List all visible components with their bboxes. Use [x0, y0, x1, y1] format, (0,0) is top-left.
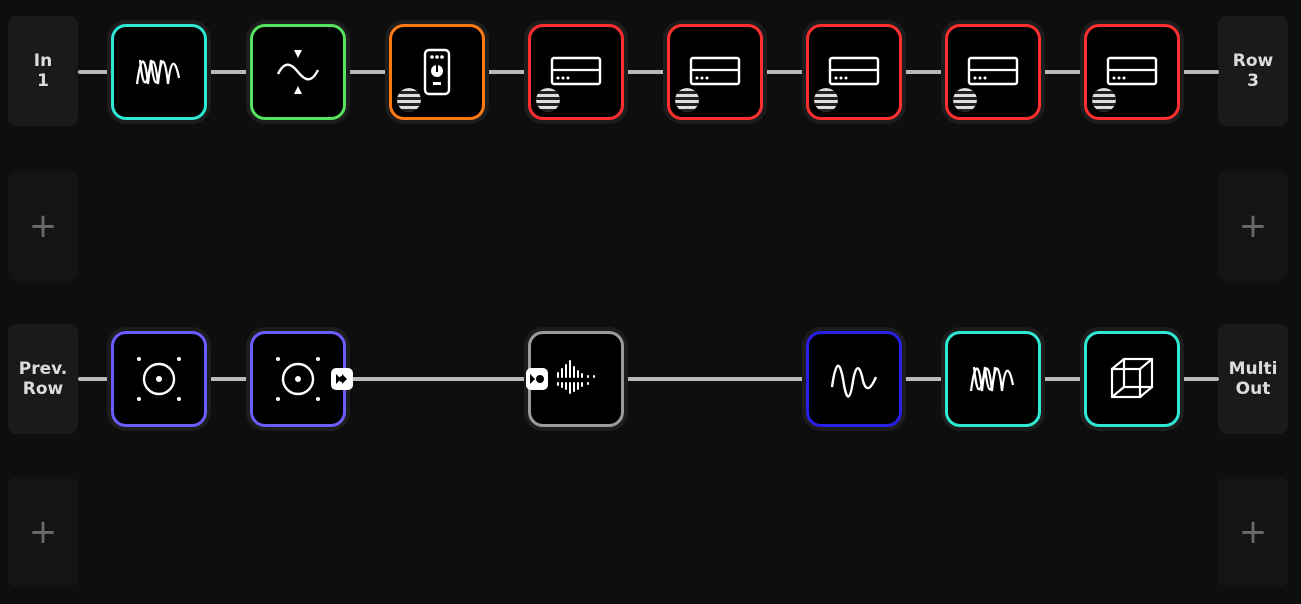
plus-icon: + [28, 206, 58, 246]
row1-wire [1181, 70, 1219, 74]
snapshot-badge-icon [397, 88, 421, 112]
row1-block-filter[interactable] [250, 24, 346, 120]
plus-icon: + [1238, 206, 1268, 246]
plus-icon: + [1238, 512, 1268, 552]
amp-icon [550, 56, 602, 86]
row3-wire [78, 377, 110, 381]
wave-single-icon [830, 364, 878, 398]
row4-add-input-button[interactable]: + [8, 477, 78, 587]
speaker-icon [276, 357, 320, 401]
snapshot-badge-icon [536, 88, 560, 112]
row1-block-amp[interactable] [528, 24, 624, 120]
row1-output-label: Row 3 [1232, 51, 1274, 91]
row1-wire [1042, 70, 1084, 74]
row1-wire [625, 70, 667, 74]
row3-wire [1181, 377, 1219, 381]
row3-wire [347, 377, 528, 381]
row2-add-input-button[interactable]: + [8, 171, 78, 281]
amp-icon [828, 56, 880, 86]
row3-block-wave[interactable] [945, 331, 1041, 427]
row2-add-output-button[interactable]: + [1218, 171, 1288, 281]
snapshot-badge-icon [675, 88, 699, 112]
row4-add-output-button[interactable]: + [1218, 477, 1288, 587]
return-join-icon[interactable] [526, 368, 548, 390]
wave-multi-icon [135, 59, 181, 85]
cube-icon [1110, 357, 1154, 399]
amp-icon [1106, 56, 1158, 86]
row1-wire [208, 70, 250, 74]
row1-block-amp[interactable] [945, 24, 1041, 120]
row1-wire [78, 70, 110, 74]
audio-waveform-icon [557, 360, 595, 394]
row3-block-wave[interactable] [806, 331, 902, 427]
send-split-icon[interactable] [331, 368, 353, 390]
amp-icon [689, 56, 741, 86]
row1-block-pedal[interactable] [389, 24, 485, 120]
pedal-icon [423, 48, 451, 96]
snapshot-badge-icon [814, 88, 838, 112]
speaker-icon [137, 357, 181, 401]
plus-icon: + [28, 512, 58, 552]
snapshot-badge-icon [1092, 88, 1116, 112]
row3-wire [208, 377, 250, 381]
row1-input-label: In 1 [33, 51, 53, 91]
snapshot-badge-icon [953, 88, 977, 112]
row3-block-cab[interactable] [111, 331, 207, 427]
row3-input-endpoint[interactable]: Prev. Row [8, 324, 78, 434]
amp-icon [967, 56, 1019, 86]
row3-input-label: Prev. Row [18, 359, 68, 399]
row3-wire [1042, 377, 1084, 381]
wave-multi-icon [969, 366, 1015, 392]
row3-wire [903, 377, 945, 381]
row1-wire [903, 70, 945, 74]
row1-block-amp[interactable] [667, 24, 763, 120]
row1-block-amp[interactable] [1084, 24, 1180, 120]
row3-output-endpoint[interactable]: Multi Out [1218, 324, 1288, 434]
row1-wire [347, 70, 389, 74]
row1-block-wave[interactable] [111, 24, 207, 120]
row1-input-endpoint[interactable]: In 1 [8, 16, 78, 126]
filter-sine-icon [276, 50, 320, 94]
row1-block-amp[interactable] [806, 24, 902, 120]
row3-wire [625, 377, 806, 381]
row1-wire [764, 70, 806, 74]
row1-wire [486, 70, 528, 74]
row3-output-label: Multi Out [1228, 359, 1278, 399]
row3-block-cube[interactable] [1084, 331, 1180, 427]
row1-output-endpoint[interactable]: Row 3 [1218, 16, 1288, 126]
